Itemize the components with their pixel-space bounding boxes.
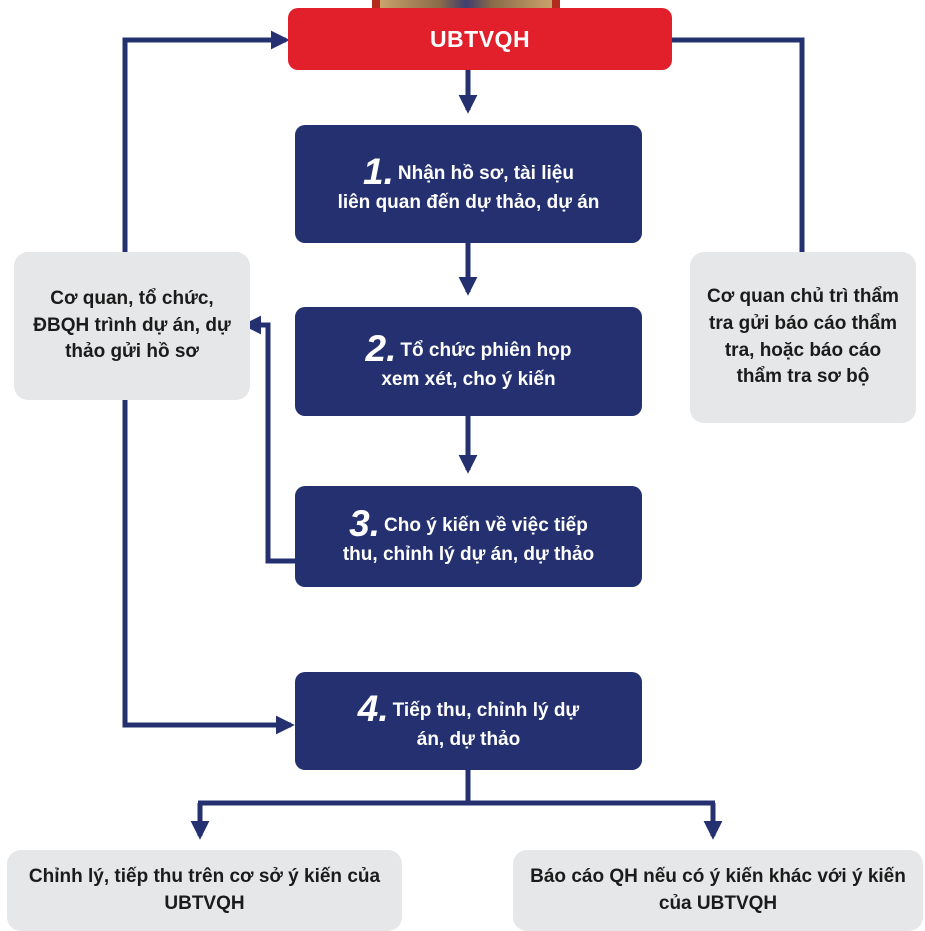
review-agency-text: Cơ quan chủ trì thẩm tra gửi báo cáo thẩ…: [707, 286, 899, 388]
step-3-text-first: Cho ý kiến về việc tiếp: [384, 515, 588, 537]
step-3-box: 3.Cho ý kiến về việc tiếp thu, chỉnh lý …: [295, 486, 642, 587]
step-1-box: 1.Nhận hồ sơ, tài liệu liên quan đến dự …: [295, 125, 642, 243]
step-2-text-rest: xem xét, cho ý kiến: [381, 369, 556, 391]
outcome-left-text: Chỉnh lý, tiếp thu trên cơ sở ý kiến của…: [28, 865, 381, 914]
step-1-text-first: Nhận hồ sơ, tài liệu: [397, 162, 574, 184]
step-2-number: 2.: [365, 328, 397, 370]
step-1-number: 1.: [363, 150, 394, 192]
outcome-right-box: Báo cáo QH nếu có ý kiến khác với ý kiến…: [513, 850, 923, 931]
step-3-text-rest: thu, chỉnh lý dự án, dự thảo: [342, 544, 595, 566]
step-4-text-rest: án, dự thảo: [416, 728, 521, 750]
arrow-left-to-head: [122, 30, 290, 252]
step-4-number: 4.: [357, 687, 389, 729]
step-2-text-first: Tổ chức phiên họp: [400, 340, 572, 362]
step-1-text-rest: liên quan đến dự thảo, dự án: [337, 191, 600, 213]
step-4-text-first: Tiếp thu, chỉnh lý dự: [392, 699, 580, 721]
arrow-left-to-step-4: [122, 400, 295, 735]
step-2-box: 2.Tổ chức phiên họp xem xét, cho ý kiến: [295, 307, 642, 416]
arrow-step-3-to-left: [242, 315, 295, 564]
submitting-agency-box: Cơ quan, tổ chức, ĐBQH trình dự án, dự t…: [14, 252, 250, 400]
outcome-left-box: Chỉnh lý, tiếp thu trên cơ sở ý kiến của…: [7, 850, 402, 931]
review-agency-box: Cơ quan chủ trì thẩm tra gửi báo cáo thẩ…: [690, 252, 916, 423]
step-4-box: 4.Tiếp thu, chỉnh lý dự án, dự thảo: [295, 672, 642, 770]
ubtvqh-header: UBTVQH: [288, 8, 672, 70]
step-3-number: 3.: [349, 503, 381, 545]
arrow-right-to-head: [638, 30, 805, 252]
header-title: UBTVQH: [429, 25, 531, 52]
outcome-right-text: Báo cáo QH nếu có ý kiến khác với ý kiến…: [530, 865, 906, 914]
submitting-agency-text: Cơ quan, tổ chức, ĐBQH trình dự án, dự t…: [33, 288, 231, 363]
